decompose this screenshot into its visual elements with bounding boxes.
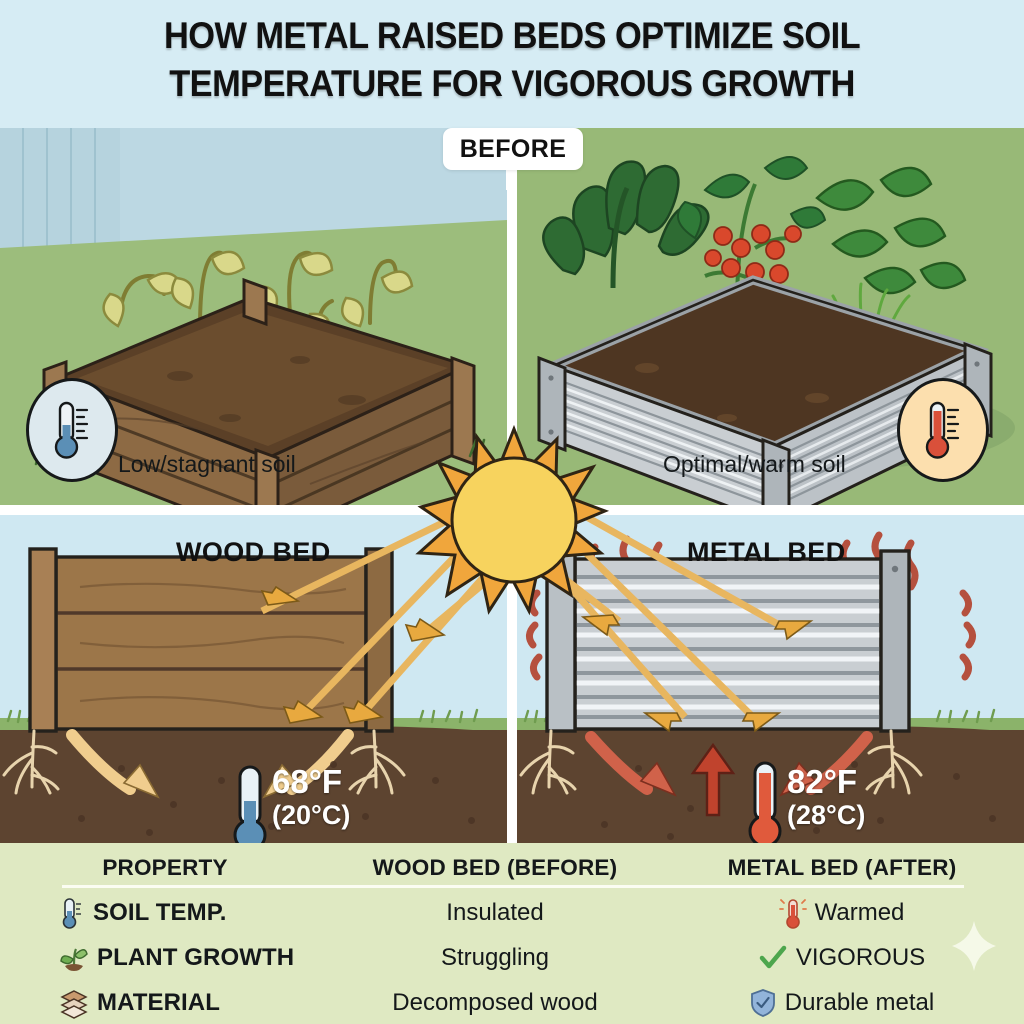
table-row: PLANT GROWTH Struggling VIGOROUS — [0, 936, 1024, 980]
wood-cross-section-panel: 68°F (20°C) WOOD BED — [0, 515, 507, 843]
cold-thermometer-badge — [26, 378, 118, 482]
row-label-soil-temp: SOIL TEMP. — [93, 899, 227, 926]
hot-thermometer-icon — [778, 899, 807, 929]
hot-thermometer-icon — [748, 761, 782, 843]
metal-bed-scene-panel: Optimal/warm soil — [517, 128, 1024, 510]
metal-temp-c: (28°C) — [787, 800, 866, 830]
wood-cross-section-illustration — [2, 515, 507, 799]
metal-value-material: Durable metal — [784, 989, 935, 1016]
wood-value-plant-growth: Struggling — [440, 944, 550, 971]
row-label-plant-growth: PLANT GROWTH — [97, 944, 295, 971]
sparkle-icon — [952, 921, 996, 971]
wood-bed-label: WOOD BED — [176, 537, 331, 567]
table-row: SOIL TEMP. Insulated Warmed — [0, 891, 1024, 935]
badge-stem — [506, 168, 514, 190]
metal-temp-readout: 82°F (28°C) — [787, 765, 865, 831]
table-header-row: PROPERTY WOOD BED (BEFORE) METAL BED (AF… — [0, 851, 1024, 885]
sun-icon — [415, 424, 610, 616]
wood-bed-scene-panel: Low/stagnant soil — [0, 128, 507, 510]
heat-up-arrow-icon — [690, 742, 736, 817]
green-check-icon — [759, 945, 787, 969]
wood-bed-caption: Low/stagnant soil — [118, 451, 296, 477]
wood-value-material: Decomposed wood — [392, 989, 598, 1016]
wood-temp-c: (20°C) — [272, 800, 351, 830]
wood-value-soil-temp: Insulated — [446, 899, 544, 926]
metal-value-soil-temp: Warmed — [814, 899, 905, 926]
vertical-divider-top — [507, 128, 517, 510]
page-title: HOW METAL RAISED BEDS OPTIMIZE SOIL TEMP… — [163, 15, 861, 104]
wood-temp-readout: 68°F (20°C) — [272, 765, 350, 831]
metal-value-plant-growth: VIGOROUS — [795, 944, 926, 971]
thermometer-icon — [62, 898, 81, 929]
title-band: HOW METAL RAISED BEDS OPTIMIZE SOIL TEMP… — [0, 0, 1024, 128]
header-cell-wood: WOOD BED (BEFORE) — [372, 855, 618, 880]
metal-temp-f: 82°F — [787, 763, 858, 800]
table-header-rule — [62, 885, 964, 888]
cold-thermometer-icon — [54, 401, 89, 459]
header-cell-property: PROPERTY — [102, 855, 228, 880]
comparison-table: PROPERTY WOOD BED (BEFORE) METAL BED (AF… — [0, 843, 1024, 1024]
top-comparison-row: Low/stagnant soil — [0, 128, 1024, 510]
seedling-icon — [60, 948, 88, 971]
cold-thermometer-icon — [233, 765, 267, 843]
hot-thermometer-badge — [897, 378, 989, 482]
before-badge: BEFORE — [443, 128, 583, 170]
wood-temp-f: 68°F — [272, 763, 343, 800]
table-row: MATERIAL Decomposed wood Durable metal — [0, 981, 1024, 1024]
vertical-divider-bottom — [507, 515, 517, 843]
layers-icon — [60, 990, 88, 1019]
shield-check-icon — [750, 989, 775, 1017]
metal-bed-label: METAL BED — [687, 537, 846, 567]
row-label-material: MATERIAL — [97, 989, 221, 1016]
hot-thermometer-icon — [925, 401, 960, 459]
wood-bed-illustration — [34, 250, 486, 510]
header-cell-metal: METAL BED (AFTER) — [727, 855, 957, 880]
metal-bed-caption: Optimal/warm soil — [663, 451, 846, 477]
